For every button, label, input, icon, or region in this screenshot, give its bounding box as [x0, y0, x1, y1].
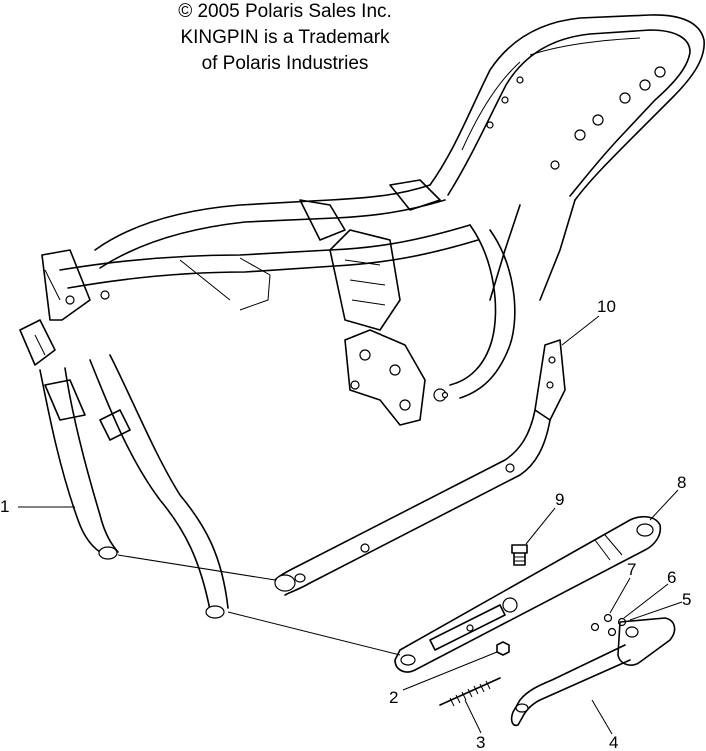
- trademark-line-2: KINGPIN is a Trademark: [180, 27, 390, 48]
- leader-10: [561, 315, 600, 346]
- lower-frame-rail: [274, 339, 566, 596]
- connector-line-lower: [227, 611, 401, 656]
- sidestand-bracket: [394, 515, 662, 673]
- leader-9: [525, 507, 556, 545]
- callout-4-label: 4: [609, 733, 618, 751]
- sidestand: [510, 617, 676, 727]
- leader-6: [623, 583, 669, 619]
- leader-2: [402, 651, 498, 691]
- callout-1-label: 1: [0, 497, 9, 516]
- leader-7: [609, 577, 631, 614]
- spring: [439, 677, 501, 707]
- main-frame: [19, 14, 705, 619]
- callout-labels: 1 2 3 4 5 6 7 8 9 10: [0, 297, 691, 751]
- leader-3: [464, 699, 482, 734]
- leader-4: [591, 699, 613, 735]
- callout-5-label: 5: [682, 590, 691, 609]
- copyright-line-1: © 2005 Polaris Sales Inc.: [178, 1, 392, 22]
- callout-9-label: 9: [555, 490, 564, 509]
- callout-2-label: 2: [389, 688, 398, 707]
- callout-3-label: 3: [476, 733, 485, 751]
- trademark-line-3: of Polaris Industries: [201, 53, 369, 74]
- leader-5: [629, 601, 683, 621]
- callout-8-label: 8: [677, 473, 686, 492]
- leader-8: [649, 489, 679, 521]
- callout-10-label: 10: [597, 297, 616, 316]
- connector-line-upper: [117, 554, 276, 581]
- nut: [496, 641, 510, 656]
- bolt: [511, 544, 528, 566]
- callout-6-label: 6: [667, 568, 676, 587]
- callout-7-label: 7: [627, 560, 636, 579]
